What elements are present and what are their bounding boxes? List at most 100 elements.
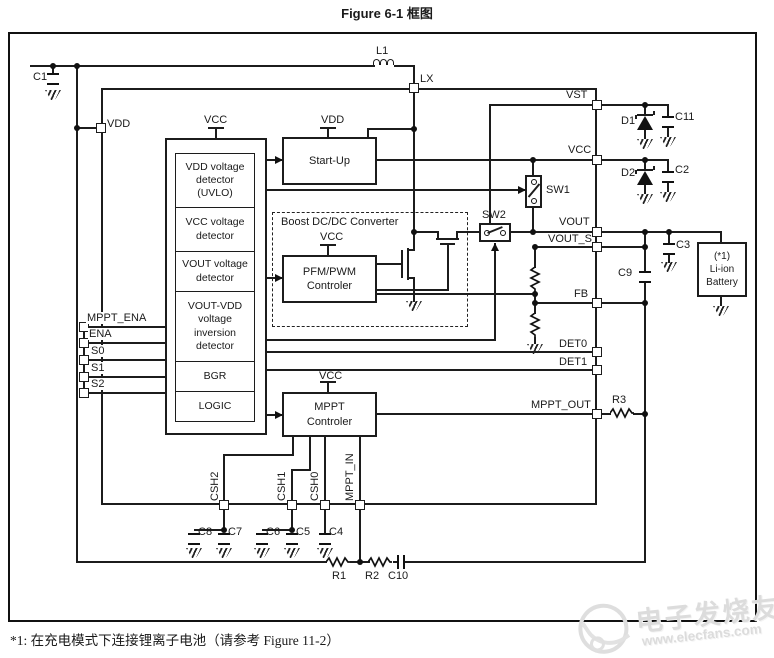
pin-csh1 xyxy=(287,500,297,510)
wire xyxy=(644,185,646,194)
wire xyxy=(84,359,166,361)
wire xyxy=(84,392,166,394)
resistor-icon xyxy=(609,407,634,419)
pin-label-s2: S2 xyxy=(90,378,106,390)
ground-icon xyxy=(660,192,676,202)
capacitor-icon xyxy=(47,73,59,85)
pin-csh0 xyxy=(320,500,330,510)
wire xyxy=(407,248,409,280)
pin-vst xyxy=(592,100,602,110)
junction-dot xyxy=(532,291,538,297)
res-r1-label: R1 xyxy=(332,570,347,582)
ground-icon xyxy=(527,344,543,354)
wire xyxy=(489,104,491,224)
ground-icon xyxy=(406,301,422,311)
diode-d1-label: D1 xyxy=(621,115,636,127)
wire xyxy=(436,238,459,240)
pin-label-vout: VOUT xyxy=(559,216,590,228)
junction-dot xyxy=(642,102,648,108)
switch-sw2 xyxy=(479,223,511,242)
res-r3-label: R3 xyxy=(612,394,627,406)
pfm-vcc-label: VCC xyxy=(320,231,344,243)
switch-contact-icon xyxy=(531,198,537,204)
junction-dot xyxy=(411,126,417,132)
wire xyxy=(532,159,534,176)
wire xyxy=(440,243,455,245)
wire xyxy=(535,246,646,248)
junction-dot xyxy=(530,157,536,163)
pin-label-vdd: VDD xyxy=(107,118,131,130)
wire xyxy=(720,297,722,306)
diode-icon xyxy=(637,116,653,130)
pin-label-csh0: CSH0 xyxy=(309,471,321,501)
capacitor-icon xyxy=(663,243,675,255)
res-r2-label: R2 xyxy=(365,570,380,582)
inductor-l1-label: L1 xyxy=(376,45,389,57)
pin-vdd xyxy=(96,123,106,133)
mppt-vcc-label: VCC xyxy=(319,370,343,382)
wire xyxy=(413,92,415,250)
cap-c10-label: C10 xyxy=(388,570,409,582)
capacitor-icon xyxy=(397,555,405,569)
pin-fb xyxy=(592,298,602,308)
wire xyxy=(291,469,311,471)
wire xyxy=(223,509,225,531)
cap-c5-label: C5 xyxy=(296,526,311,538)
wire xyxy=(223,454,294,456)
wire xyxy=(367,128,369,138)
ground-icon xyxy=(660,137,676,147)
junction-dot xyxy=(642,244,648,250)
ic-outline xyxy=(101,88,597,505)
cap-c2-label: C2 xyxy=(675,164,690,176)
ground-icon xyxy=(713,306,729,316)
wire xyxy=(437,231,439,239)
wire xyxy=(377,293,536,295)
arrowhead-icon xyxy=(275,156,283,164)
junction-dot xyxy=(530,229,536,235)
wire xyxy=(535,302,646,304)
ground-icon xyxy=(216,548,232,558)
arrowhead-icon xyxy=(518,186,526,194)
block-logic: LOGIC xyxy=(175,391,255,422)
pin-label-det1: DET1 xyxy=(559,356,588,368)
pin-vout-s xyxy=(592,242,602,252)
junction-dot xyxy=(642,300,648,306)
wire xyxy=(84,342,166,344)
pin-label-csh2: CSH2 xyxy=(209,471,221,501)
wire xyxy=(407,249,415,251)
block-vout-vdd-inversion-detector: VOUT-VDD voltage inversion detector xyxy=(175,291,255,362)
wire xyxy=(494,243,496,341)
wire xyxy=(76,65,78,563)
wire xyxy=(267,369,593,371)
wire xyxy=(367,128,415,130)
block-vdd-voltage-detector: VDD voltage detector (UVLO) xyxy=(175,153,255,208)
ground-icon xyxy=(284,548,300,558)
ground-icon xyxy=(661,262,677,272)
capacitor-icon xyxy=(188,533,200,545)
wire xyxy=(667,159,669,172)
wire xyxy=(668,251,670,263)
junction-dot xyxy=(289,527,295,533)
diode-cathode-bar xyxy=(637,169,653,171)
diode-zener-tail xyxy=(653,111,655,115)
block-startup: Start-Up xyxy=(282,137,377,185)
pin-label-det0: DET0 xyxy=(559,338,588,350)
ground-icon xyxy=(186,548,202,558)
wire xyxy=(377,413,611,415)
pin-label-s0: S0 xyxy=(90,345,106,357)
wire xyxy=(720,231,722,243)
cap-c11-label: C11 xyxy=(675,111,695,123)
stack-vcc-label: VCC xyxy=(204,114,228,126)
wire xyxy=(456,231,458,239)
startup-vdd-label: VDD xyxy=(321,114,345,126)
cap-c9-label: C9 xyxy=(618,267,633,279)
figure-title: Figure 6-1 框图 xyxy=(341,6,433,21)
pin-label-ena: ENA xyxy=(88,328,113,340)
arrowhead-icon xyxy=(275,411,283,419)
cap-c7-label: C7 xyxy=(228,526,243,538)
boost-dcdc-dashed-box xyxy=(272,212,468,327)
